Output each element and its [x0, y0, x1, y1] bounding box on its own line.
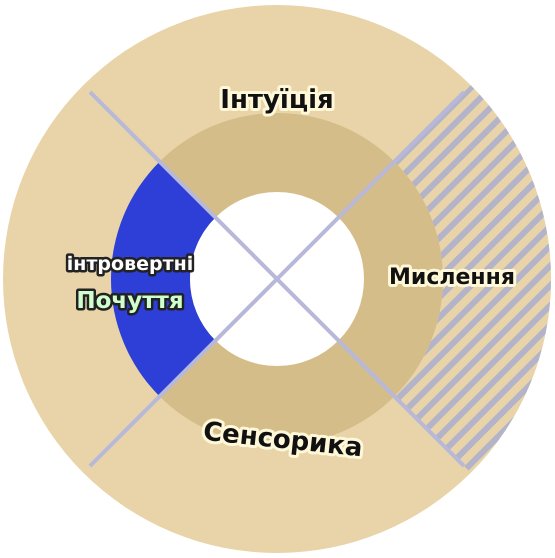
- label-intuition: Інтуїція: [220, 85, 333, 115]
- label-feeling: Почуття: [76, 288, 183, 314]
- label-introverted: інтровертні: [67, 253, 193, 275]
- divider-line-2: [88, 90, 466, 468]
- introverted-feeling-sector: [111, 161, 216, 397]
- label-thinking: Мислення: [389, 265, 515, 290]
- extraverted-thinking-sector: [394, 85, 551, 473]
- sector-dividers: [88, 90, 466, 468]
